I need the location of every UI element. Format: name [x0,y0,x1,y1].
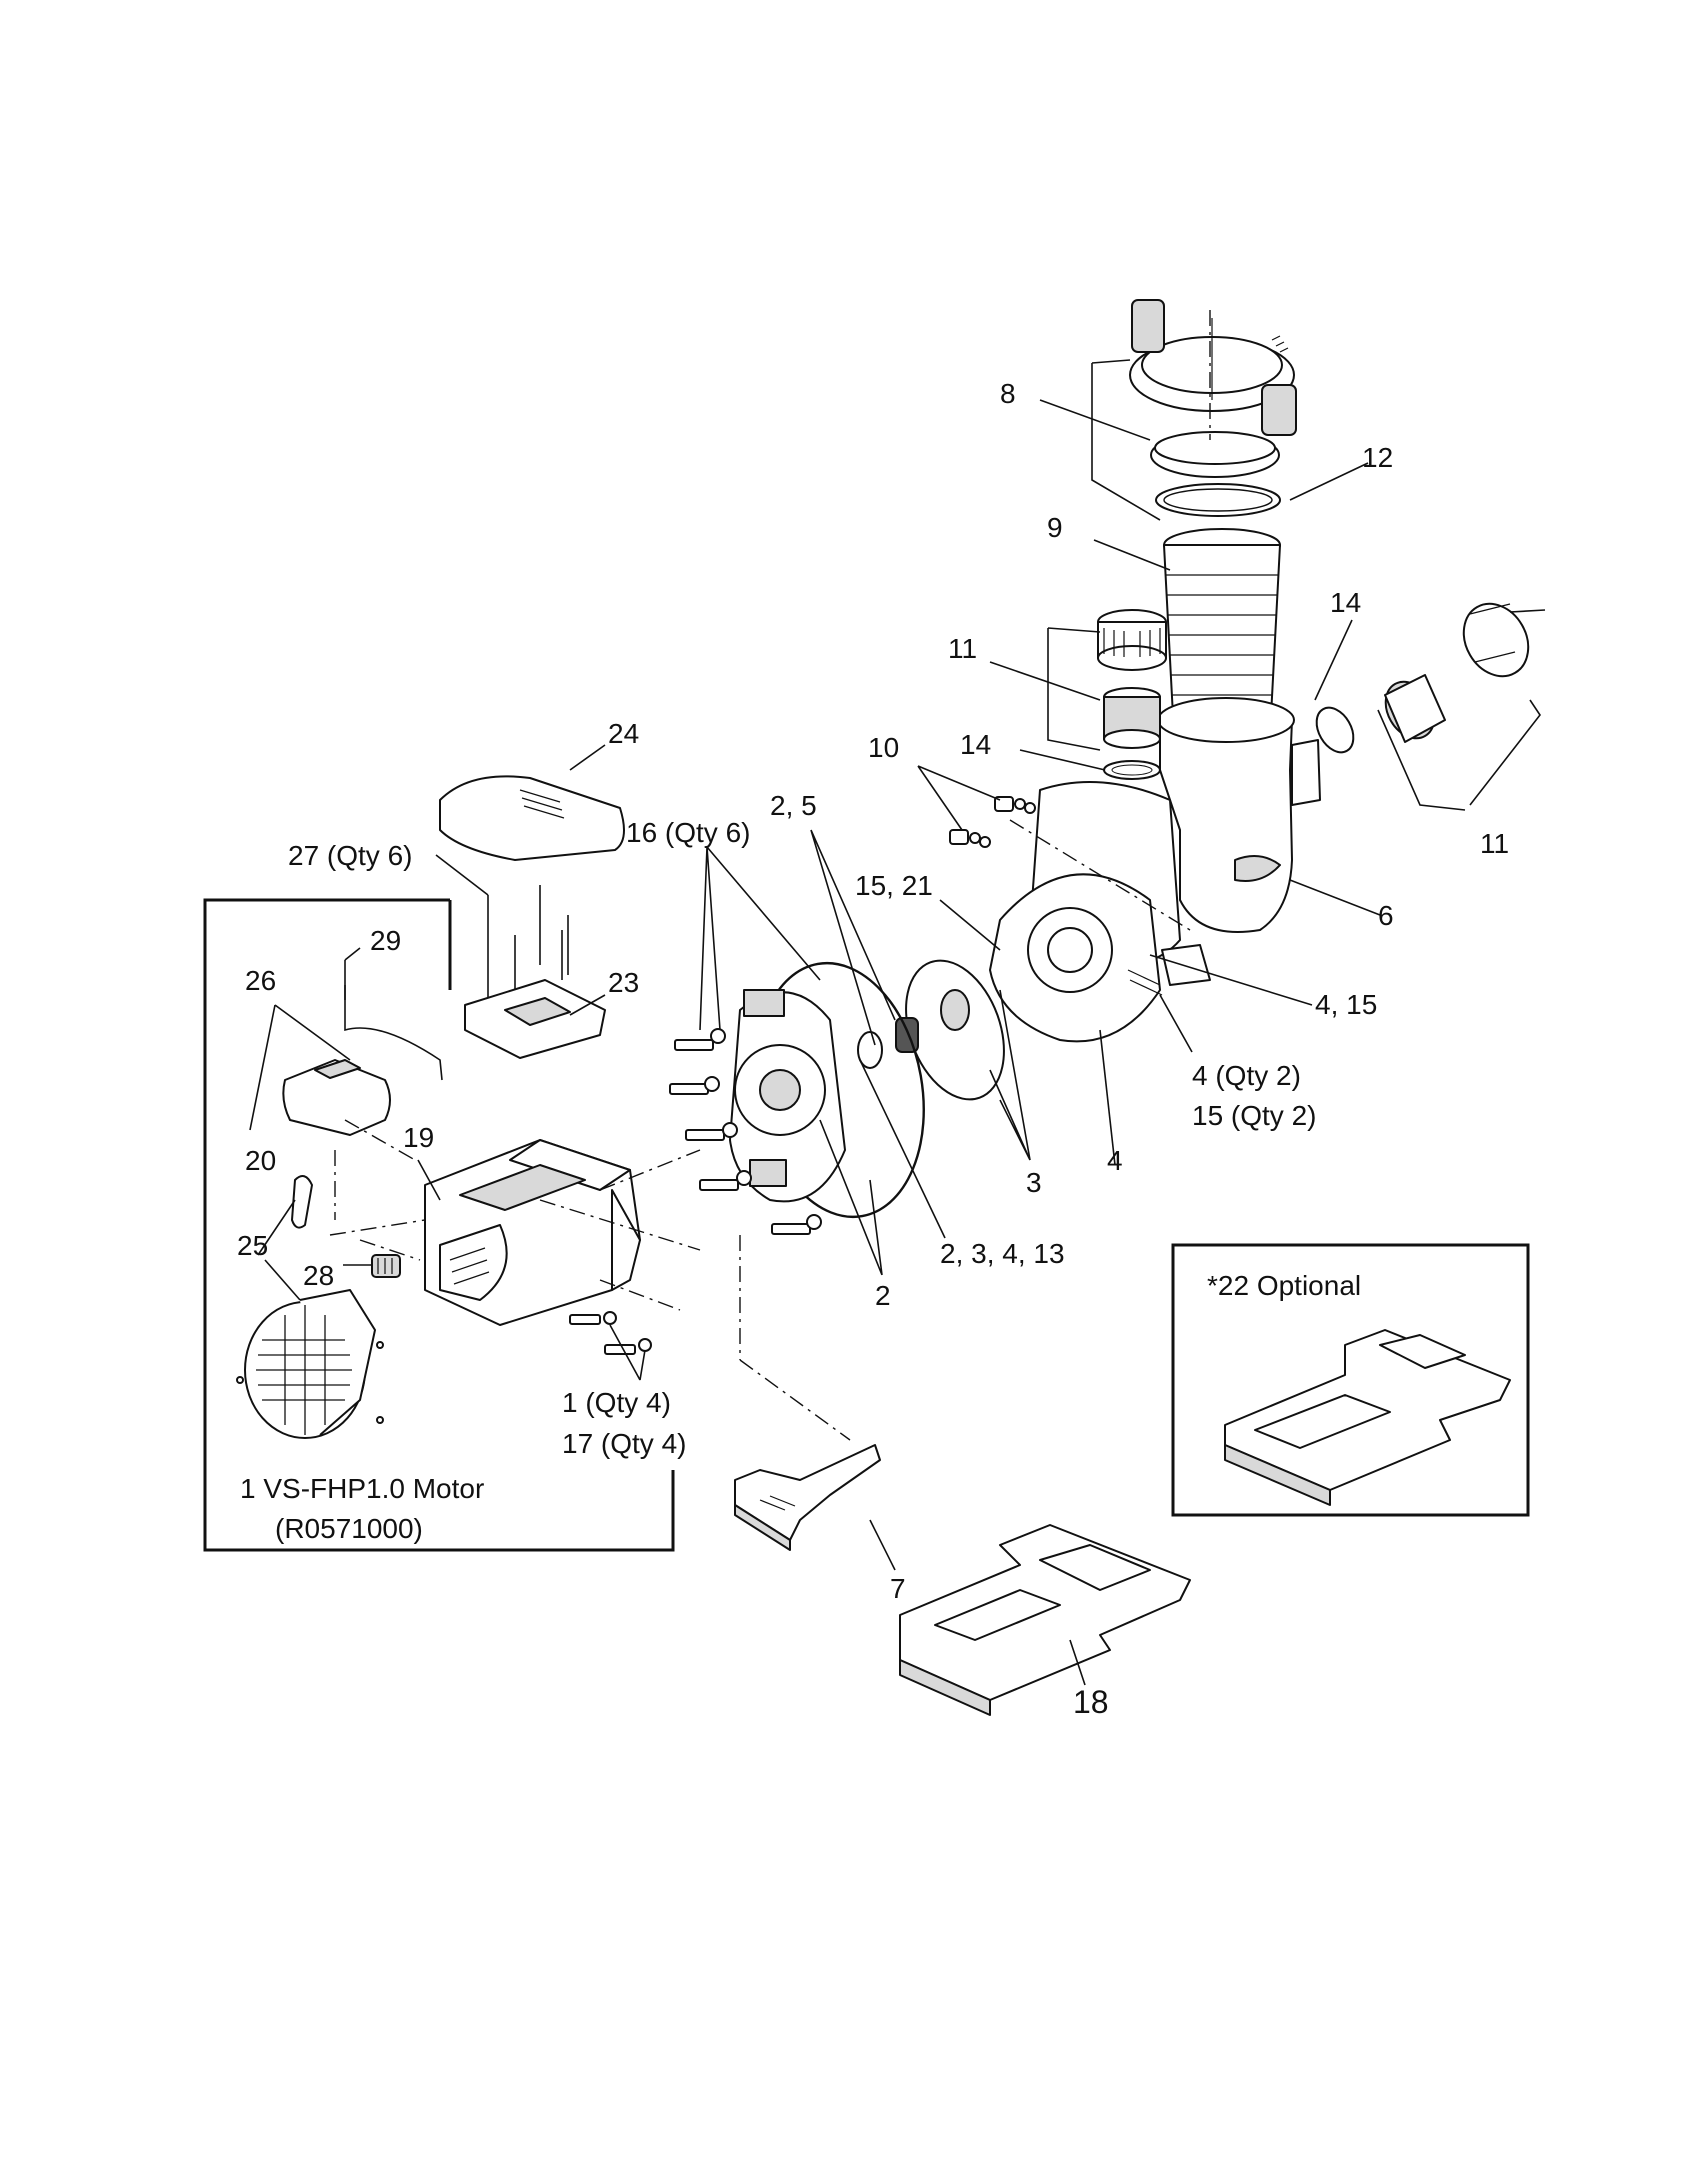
callout-28: 28 [303,1260,334,1291]
callout-25: 25 [237,1230,268,1261]
seal-plate-part-5 [729,989,846,1203]
callout-26: 26 [245,965,276,996]
diffuser-housing-part-4 [989,873,1163,1043]
callout-15-21: 15, 21 [855,870,933,901]
optional-base-box [1171,1243,1530,1517]
callout-17-qty4: 17 (Qty 4) [562,1428,686,1459]
callout-24: 24 [608,718,639,749]
leader-lines [249,359,1546,1686]
callout-14-a: 14 [1330,587,1361,618]
callout-2-5: 2, 5 [770,790,817,821]
callout-20: 20 [245,1145,276,1176]
callout-2: 2 [875,1280,891,1311]
optional-base-part-22 [1224,1329,1511,1506]
callout-4-15: 4, 15 [1315,989,1377,1020]
callout-7: 7 [890,1573,906,1604]
callout-10: 10 [868,732,899,763]
optional-base-title: *22 Optional [1207,1270,1361,1301]
o-ring-part-12 [1155,483,1281,517]
callout-12: 12 [1362,442,1393,473]
callout-1-qty4: 1 (Qty 4) [562,1387,671,1418]
callout-8: 8 [1000,378,1016,409]
lid-part-8 [1150,431,1280,478]
motor-body-part-19 [424,1139,641,1326]
seal-part-2 [857,1017,919,1069]
callout-23: 23 [608,967,639,998]
o-ring-part-14a [1103,760,1161,780]
bolts-part-16 [669,1028,822,1235]
conduit-fitting-part-28 [371,1254,401,1278]
callout-labels: 8 12 9 14 11 14 10 11 6 24 27 (Qty 6) 16… [237,378,1509,1720]
wire-part-29 [344,960,443,1081]
callout-27: 27 (Qty 6) [288,840,412,871]
screws-part-27 [487,885,569,1005]
fan-cover-part-25 [236,1289,384,1439]
bracket-part-20 [291,1175,313,1229]
callout-15-qty2: 15 (Qty 2) [1192,1100,1316,1131]
union-left-part-11 [1097,609,1167,749]
lock-ring-part-8 [1129,299,1297,436]
base-part-18 [899,1524,1191,1716]
assembly-center-lines [329,310,1211,1441]
motor-box-caption: 1 VS-FHP1.0 Motor (R0571000) [240,1473,484,1544]
motor-part-number: (R0571000) [275,1513,423,1544]
callout-19: 19 [403,1122,434,1153]
drain-plugs-part-10 [949,796,1036,848]
basket-part-9 [1163,528,1281,745]
callout-4-qty2: 4 (Qty 2) [1192,1060,1301,1091]
callout-4: 4 [1107,1145,1123,1176]
union-right-part-11 [1315,602,1530,754]
fan-grille [256,1305,352,1435]
motor-cover-part-24 [439,775,625,861]
callout-16: 16 (Qty 6) [626,817,750,848]
base-part-7 [734,1444,881,1551]
motor-assembly-box [203,898,675,1552]
callout-6: 6 [1378,900,1394,931]
callout-14-b: 14 [960,729,991,760]
callout-9: 9 [1047,512,1063,543]
motor-model-label: 1 VS-FHP1.0 Motor [240,1473,484,1504]
callout-3: 3 [1026,1167,1042,1198]
keypad-part-26 [282,1059,391,1136]
callout-11-a: 11 [948,633,977,664]
callout-11-b: 11 [1480,828,1509,859]
drive-cover-part-23 [464,979,606,1059]
callout-2-3-4-13: 2, 3, 4, 13 [940,1238,1065,1269]
motor-bolts-part-1-17 [569,1311,652,1355]
callout-29: 29 [370,925,401,956]
callout-18: 18 [1073,1684,1109,1720]
